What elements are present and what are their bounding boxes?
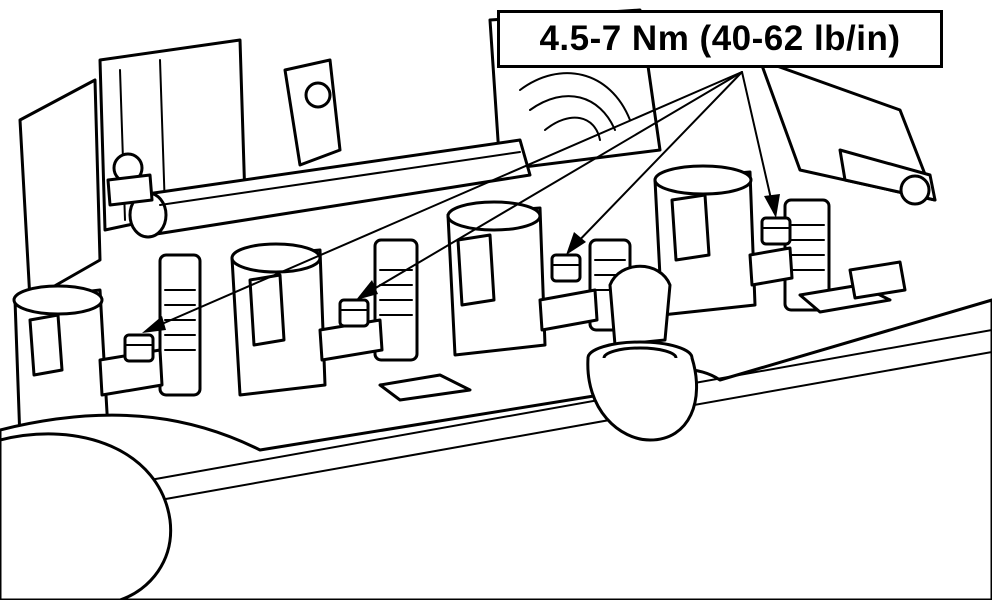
coil-pack-icon [12, 164, 757, 442]
torque-spec-label: 4.5-7 Nm (40-62 lb/in) [539, 19, 901, 58]
fastener-nut-icon [123, 216, 792, 363]
valve-cover [0, 298, 992, 600]
torque-spec-callout: 4.5-7 Nm (40-62 lb/in) [497, 10, 943, 68]
leader-arrow-icon [142, 71, 780, 333]
fuel-rail [106, 138, 532, 239]
misc-parts [378, 260, 907, 402]
